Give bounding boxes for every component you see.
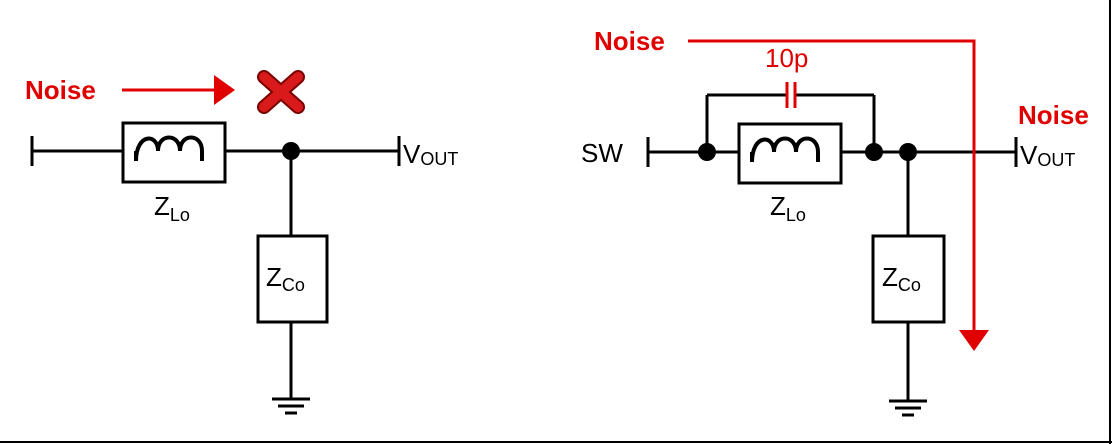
- right-capacitor-label: ZCo: [882, 262, 921, 295]
- right-junction-dot-2: [865, 143, 883, 161]
- right-noise-label-top: Noise: [594, 26, 665, 56]
- x-mark-icon: [257, 70, 305, 114]
- parasitic-cap-label: 10p: [765, 43, 808, 73]
- left-inductor: [121, 121, 227, 184]
- left-capacitor: [256, 234, 329, 324]
- left-output-label: VOUT: [403, 139, 458, 169]
- left-ground-icon: [272, 397, 310, 415]
- right-capacitor: [871, 234, 946, 324]
- left-noise-label: Noise: [25, 75, 96, 105]
- right-inductor-label: ZLo: [770, 191, 806, 225]
- left-inductor-coil-icon: [134, 135, 204, 162]
- right-circuit: SW 10p ZLo VOUT ZCo: [581, 26, 1089, 417]
- left-capacitor-label: ZCo: [266, 262, 305, 295]
- left-inductor-label: ZLo: [154, 191, 190, 225]
- right-inductor: [737, 122, 843, 185]
- parasitic-capacitor-icon: [785, 82, 797, 108]
- right-input-label: SW: [581, 138, 623, 168]
- right-output-label: VOUT: [1020, 140, 1075, 170]
- right-noise-path-arrow: [688, 39, 989, 351]
- left-circuit: ZLo VOUT ZCo Noise: [25, 70, 458, 415]
- right-inductor-coil-icon: [750, 136, 820, 163]
- right-ground-icon: [889, 399, 927, 417]
- right-noise-label-right: Noise: [1018, 100, 1089, 130]
